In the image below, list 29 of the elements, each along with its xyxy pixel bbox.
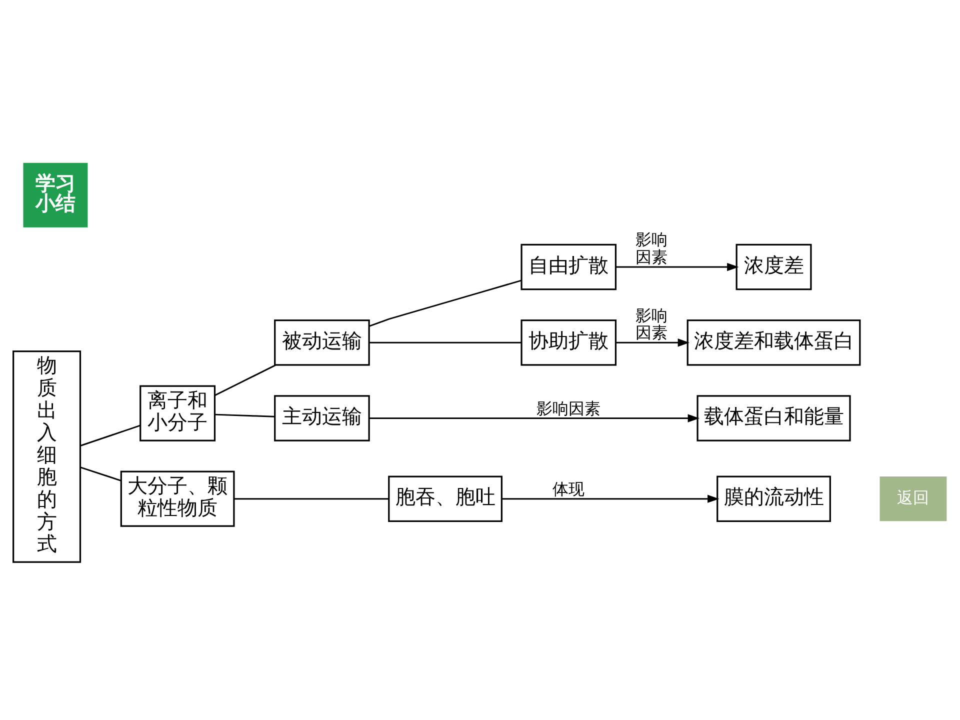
- edge-label: 体现: [552, 479, 585, 498]
- node-box: 大分子、颗粒性物质: [120, 470, 235, 527]
- label: 返回: [897, 488, 930, 508]
- node-box: 被动运输: [274, 320, 370, 366]
- arrow: [502, 494, 720, 503]
- connector: [80, 466, 122, 482]
- node-box: 物质出入细胞的方式: [12, 350, 82, 563]
- node-box: 膜的流动性: [716, 476, 831, 522]
- diagram-title: 学习小结: [36, 170, 76, 215]
- arrow: [616, 338, 690, 347]
- connector: [234, 498, 389, 500]
- connector: [369, 342, 522, 344]
- connector: [368, 280, 522, 327]
- node-box: 协助扩散: [520, 320, 617, 366]
- edge-label: 影响因素: [636, 306, 668, 342]
- connector: [214, 364, 276, 396]
- arrow: [369, 414, 700, 422]
- node-box: 浓度差和载体蛋白: [686, 320, 861, 366]
- arrow: [616, 262, 739, 272]
- edge-label: 影响因素: [536, 398, 601, 418]
- connector: [214, 414, 274, 418]
- node-box: 离子和小分子: [140, 385, 216, 442]
- node-box: 自由扩散: [520, 244, 617, 290]
- node-box: 主动运输: [274, 395, 370, 442]
- connector: [80, 424, 141, 446]
- node-box: 胞吞、胞吐: [388, 476, 502, 522]
- node-box: 浓度差: [736, 244, 812, 290]
- node-box: 载体蛋白和能量: [696, 395, 851, 442]
- edge-label: 影响因素: [636, 230, 668, 267]
